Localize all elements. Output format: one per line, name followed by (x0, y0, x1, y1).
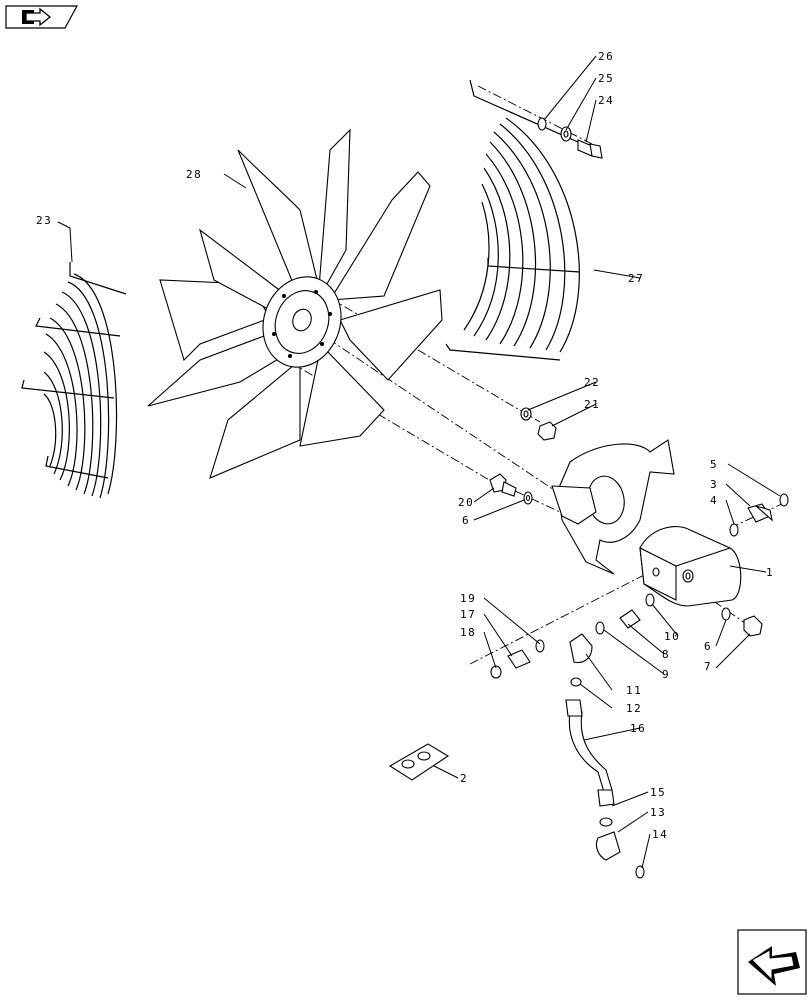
callout-6a: 6 (462, 514, 470, 527)
callout-13: 13 (650, 806, 666, 819)
book-arrow-icon (22, 7, 52, 27)
callout-16: 16 (630, 722, 646, 735)
fitting-8-9-10 (595, 593, 655, 635)
callout-26: 26 (598, 50, 614, 63)
fan-assembly (147, 128, 443, 479)
callout-9: 9 (662, 668, 670, 681)
controller-housing (639, 526, 742, 607)
callout-18: 18 (460, 626, 476, 639)
callout-3: 3 (710, 478, 718, 491)
fitting-17-18-19 (490, 639, 545, 679)
callout-22: 22 (584, 376, 600, 389)
callout-19: 19 (460, 592, 476, 605)
callout-4: 4 (710, 494, 718, 507)
callout-8: 8 (662, 648, 670, 661)
callout-17: 17 (460, 608, 476, 621)
callout-24: 24 (598, 94, 614, 107)
callout-11: 11 (626, 684, 642, 697)
callout-7: 7 (704, 660, 712, 673)
callout-27: 27 (628, 272, 644, 285)
tube-assembly-16 (565, 699, 615, 807)
left-fan-guard (21, 262, 127, 499)
mounting-bracket (551, 439, 675, 575)
callout-25: 25 (598, 72, 614, 85)
nut-washer-set-mid (520, 407, 557, 441)
callout-10: 10 (664, 630, 680, 643)
elbow-fitting-11-12 (569, 633, 593, 687)
callout-12: 12 (626, 702, 642, 715)
callout-23: 23 (36, 214, 52, 227)
callout-1: 1 (766, 566, 774, 579)
callout-leaders (57, 55, 781, 869)
stud-washer-set (489, 473, 533, 505)
callout-21: 21 (584, 398, 600, 411)
washer-nut-6-7 (721, 607, 763, 637)
bolt-washer-set-top (537, 117, 603, 159)
callout-2: 2 (460, 772, 468, 785)
book-nav-button[interactable] (5, 5, 79, 29)
callout-labels: 28 23 26 25 24 27 22 21 20 6 5 3 4 1 6 7… (36, 50, 774, 841)
callout-28: 28 (186, 168, 202, 181)
fan-hub (262, 276, 342, 368)
elbow-fitting-13-14-15 (595, 817, 645, 879)
fitting-3-4-5 (729, 493, 789, 537)
callout-6b: 6 (704, 640, 712, 653)
callout-15: 15 (650, 786, 666, 799)
callout-14: 14 (652, 828, 668, 841)
return-arrow-icon (748, 946, 800, 986)
callout-20: 20 (458, 496, 474, 509)
return-nav-button[interactable] (737, 929, 807, 995)
right-fan-guard (445, 79, 597, 361)
callout-5: 5 (710, 458, 718, 471)
decal-kit-2 (388, 743, 450, 781)
